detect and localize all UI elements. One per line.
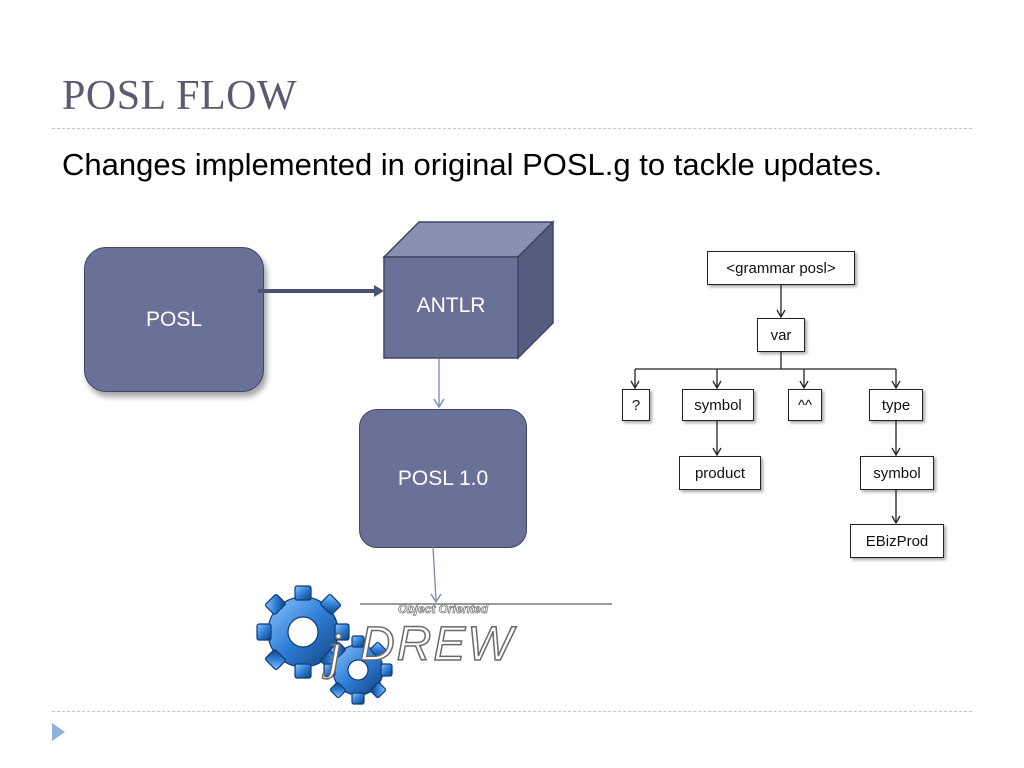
logo-small-text: Object Oriented [398, 602, 489, 616]
arrow-antlr-to-posl10 [433, 359, 445, 409]
arrow-posl-to-antlr [258, 285, 384, 297]
tree-node-symbol-2: symbol [860, 456, 934, 490]
slide-title: POSL FLOW [62, 73, 298, 119]
tree-node-caret: ^^ [788, 389, 822, 421]
slide-subtitle: Changes implemented in original POSL.g t… [62, 147, 883, 182]
posl-1-0-label: POSL 1.0 [397, 466, 489, 490]
antlr-label: ANTLR [416, 294, 486, 317]
gear-icon [256, 585, 393, 705]
tree-node-ebizprod: EBizProd [850, 524, 944, 558]
posl-label: POSL [145, 307, 203, 331]
tree-node-root: <grammar posl> [707, 251, 855, 285]
tree-node-symbol: symbol [682, 389, 754, 421]
tree-node-question: ? [622, 389, 650, 421]
footer-divider [52, 711, 972, 712]
posl-box: POSL [84, 247, 264, 392]
triangle-bullet-icon [52, 723, 65, 741]
posl-1-0-box: POSL 1.0 [359, 409, 527, 548]
title-divider [52, 128, 972, 129]
tree-node-product: product [679, 456, 761, 490]
logo-main-text: DREW [360, 618, 517, 671]
arrow-posl10-to-jdrew [430, 546, 442, 604]
